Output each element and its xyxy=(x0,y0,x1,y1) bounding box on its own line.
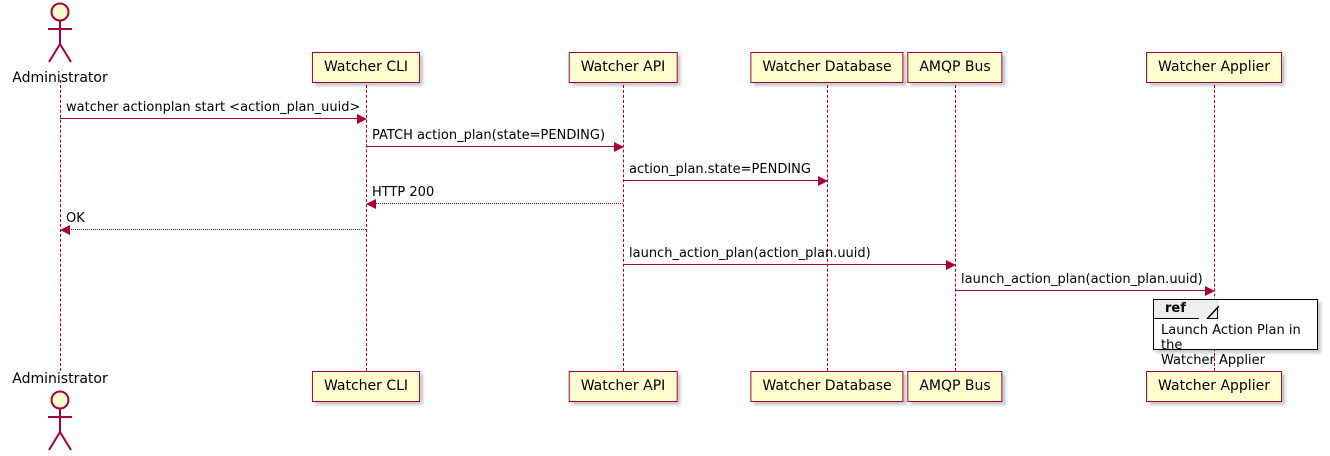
actor-stick-figure-icon xyxy=(48,2,72,63)
message-label-2: PATCH action_plan(state=PENDING) xyxy=(372,128,606,143)
message-line-7 xyxy=(955,290,1205,291)
message-arrowhead-4 xyxy=(366,199,376,209)
message-line-4 xyxy=(375,203,623,204)
message-label-1: watcher actionplan start <action_plan_uu… xyxy=(66,100,361,115)
message-label-4: HTTP 200 xyxy=(372,185,435,200)
message-arrowhead-1 xyxy=(357,114,367,124)
participant-watcher_applier-bottom[interactable]: Watcher Applier xyxy=(1146,371,1282,402)
participant-amqp_bus-bottom[interactable]: AMQP Bus xyxy=(907,371,1003,402)
lifeline-watcher_applier xyxy=(1214,80,1215,371)
actor-label-administrator-bottom: Administrator xyxy=(12,371,108,387)
ref-fragment-tab xyxy=(1154,300,1219,319)
participant-watcher_applier-top[interactable]: Watcher Applier xyxy=(1146,52,1282,83)
message-arrowhead-3 xyxy=(818,176,828,186)
ref-fragment-tab-label: ref xyxy=(1165,301,1186,316)
lifeline-amqp_bus xyxy=(955,80,956,371)
ref-fragment-text: Launch Action Plan in the Watcher Applie… xyxy=(1161,323,1301,368)
participant-watcher_api-top[interactable]: Watcher API xyxy=(568,52,678,83)
message-line-1 xyxy=(60,118,357,119)
ref-fragment: ref Launch Action Plan in the Watcher Ap… xyxy=(1153,299,1318,368)
message-arrowhead-6 xyxy=(946,260,956,270)
participant-watcher_api-bottom[interactable]: Watcher API xyxy=(568,371,678,402)
actor-stick-figure-icon xyxy=(48,390,72,451)
message-line-2 xyxy=(366,146,614,147)
participant-watcher_cli-bottom[interactable]: Watcher CLI xyxy=(311,371,421,402)
lifeline-watcher_cli xyxy=(366,80,367,371)
lifeline-watcher_database xyxy=(827,80,828,371)
ref-tab-notch-icon xyxy=(1198,300,1219,319)
message-label-5: OK xyxy=(66,211,85,226)
participant-watcher_cli-top[interactable]: Watcher CLI xyxy=(311,52,421,83)
lifeline-watcher_api xyxy=(623,80,624,371)
participant-watcher_database-top[interactable]: Watcher Database xyxy=(750,52,904,83)
message-line-3 xyxy=(623,180,818,181)
actor-administrator-top xyxy=(43,2,77,68)
message-arrowhead-2 xyxy=(614,142,624,152)
actor-administrator-bottom xyxy=(43,390,77,456)
message-arrowhead-5 xyxy=(60,225,70,235)
participant-amqp_bus-top[interactable]: AMQP Bus xyxy=(907,52,1003,83)
message-label-6: launch_action_plan(action_plan.uuid) xyxy=(629,246,871,261)
message-label-3: action_plan.state=PENDING xyxy=(629,162,811,177)
participant-watcher_database-bottom[interactable]: Watcher Database xyxy=(750,371,904,402)
actor-label-administrator-top: Administrator xyxy=(12,70,108,86)
message-label-7: launch_action_plan(action_plan.uuid) xyxy=(961,272,1203,287)
message-line-6 xyxy=(623,264,946,265)
message-arrowhead-7 xyxy=(1205,286,1215,296)
message-line-5 xyxy=(69,229,366,230)
